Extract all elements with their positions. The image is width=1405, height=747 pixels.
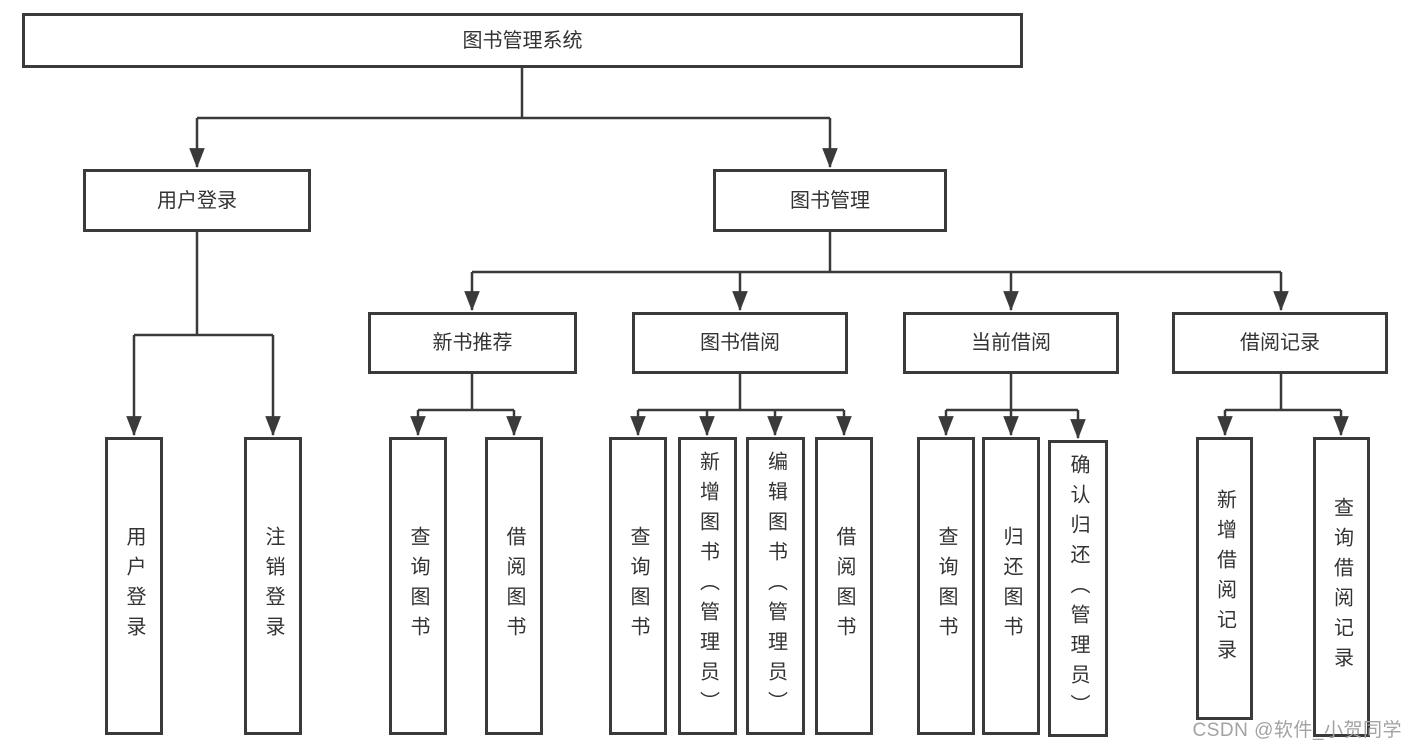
- leaf-add-borrow-record-label: 新增借阅记录: [1213, 488, 1236, 669]
- leaf-edit-book-admin-label: 编辑图书（管理员）: [764, 451, 787, 721]
- leaf-confirm-return-admin-label: 确认归还（管理员）: [1067, 453, 1089, 724]
- leaf-return-book: 归还图书: [982, 437, 1040, 735]
- leaf-add-book-admin: 新增图书（管理员）: [678, 437, 737, 735]
- node-user-login: 用户登录: [83, 169, 311, 232]
- leaf-add-book-admin-label: 新增图书（管理员）: [696, 451, 719, 721]
- leaf-query-borrow-record: 查询借阅记录: [1313, 437, 1370, 737]
- node-borrow-record-label: 借阅记录: [1240, 332, 1320, 354]
- wire-book-borrow-to-leaves: [630, 374, 852, 437]
- leaf-query-borrow-record-label: 查询借阅记录: [1330, 497, 1353, 677]
- leaf-borrow-book-recommend: 借阅图书: [485, 437, 543, 735]
- wire-current-borrow-to-leaves: [938, 374, 1086, 440]
- leaf-return-book-label: 归还图书: [1000, 526, 1022, 646]
- node-book-borrow: 图书借阅: [632, 312, 848, 374]
- leaf-user-login: 用户登录: [105, 437, 163, 735]
- watermark-text: CSDN @软件_小贺同学: [1192, 720, 1402, 741]
- node-current-borrow-label: 当前借阅: [971, 332, 1051, 354]
- wire-new-book-recommend-to-leaves: [410, 374, 522, 437]
- leaf-edit-book-admin: 编辑图书（管理员）: [746, 437, 805, 735]
- node-root: 图书管理系统: [22, 13, 1023, 68]
- node-user-login-label: 用户登录: [157, 189, 237, 212]
- leaf-logout-label: 注销登录: [262, 526, 284, 646]
- leaf-query-book-current: 查询图书: [917, 437, 975, 735]
- leaf-query-book-recommend: 查询图书: [389, 437, 447, 735]
- leaf-borrow-book: 借阅图书: [815, 437, 873, 735]
- node-root-label: 图书管理系统: [462, 29, 583, 52]
- leaf-user-login-label: 用户登录: [123, 526, 145, 646]
- node-current-borrow: 当前借阅: [903, 312, 1119, 374]
- leaf-query-book-recommend-label: 查询图书: [407, 526, 429, 646]
- leaf-query-book-borrow-label: 查询图书: [627, 526, 649, 646]
- wire-root-to-level2: [189, 68, 838, 169]
- leaf-confirm-return-admin: 确认归还（管理员）: [1048, 440, 1108, 737]
- leaf-add-borrow-record: 新增借阅记录: [1196, 437, 1253, 720]
- leaf-borrow-book-recommend-label: 借阅图书: [503, 526, 525, 646]
- node-new-book-recommend: 新书推荐: [368, 312, 577, 374]
- node-borrow-record: 借阅记录: [1172, 312, 1388, 374]
- leaf-query-book-current-label: 查询图书: [935, 526, 957, 646]
- wire-book-management-to-groups: [464, 232, 1289, 312]
- leaf-logout: 注销登录: [244, 437, 302, 735]
- leaf-query-book-borrow: 查询图书: [609, 437, 667, 735]
- node-new-book-recommend-label: 新书推荐: [432, 332, 513, 354]
- wire-borrow-record-to-leaves: [1217, 374, 1349, 437]
- wire-user-login-to-leaves: [126, 232, 281, 437]
- node-book-borrow-label: 图书借阅: [700, 332, 780, 354]
- node-book-management-label: 图书管理: [790, 189, 870, 212]
- leaf-borrow-book-label: 借阅图书: [833, 526, 855, 646]
- node-book-management: 图书管理: [713, 169, 947, 232]
